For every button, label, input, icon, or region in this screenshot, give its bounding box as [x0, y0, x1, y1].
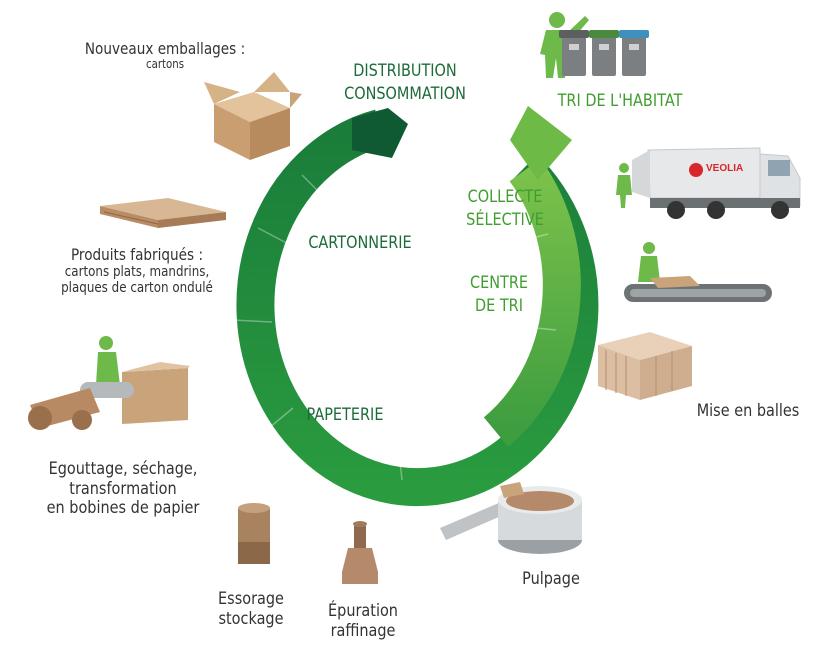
paper-machine-illustration [28, 336, 190, 430]
pulper-illustration [440, 482, 582, 554]
stage-distribution-line2: CONSOMMATION [344, 83, 466, 104]
step-egouttage-line2: transformation [69, 478, 177, 499]
step-epuration: Épuration raffinage [316, 601, 410, 641]
cycle-ring [231, 106, 599, 507]
cycle-ring-right [483, 158, 581, 447]
stage-cartonnerie: CARTONNERIE [308, 233, 412, 253]
segment-lines [231, 174, 557, 481]
stage-collecte: COLLECTE SÉLECTIVE [450, 186, 561, 232]
step-nouveaux-sub: cartons [145, 57, 185, 72]
stage-centre-tri-line2: DE TRI [475, 295, 523, 316]
step-produits-title: Produits fabriqués : [70, 245, 204, 264]
step-produits-fabriques: Produits fabriqués : cartons plats, mand… [39, 245, 235, 297]
step-egouttage-line1: Egouttage, séchage, [48, 459, 198, 479]
step-pulpage: Pulpage [522, 569, 580, 589]
stage-collecte-line1: COLLECTE [467, 187, 543, 207]
stage-distribution: DISTRIBUTION CONSOMMATION [333, 60, 478, 106]
sorting-conveyor-illustration [624, 242, 772, 302]
step-essorage-line1: Essorage [218, 589, 284, 609]
storage-silo-illustration [238, 503, 270, 564]
bin-gray-1 [559, 30, 589, 76]
bin-gray-2 [589, 30, 619, 76]
collection-truck-illustration [616, 147, 801, 219]
stage-distribution-line1: DISTRIBUTION [353, 61, 457, 81]
step-egouttage: Egouttage, séchage, transformation en bo… [34, 459, 213, 519]
stage-centre-tri-line1: CENTRE [469, 273, 529, 293]
cardboard-box-illustration [204, 72, 302, 160]
veolia-logo-icon [689, 163, 703, 177]
stage-collecte-line2: SÉLECTIVE [466, 209, 544, 230]
step-essorage-line2: stockage [218, 608, 284, 629]
recycle-bins-illustration [540, 12, 649, 78]
machine-operator-icon [96, 336, 120, 385]
step-produits-sub2: plaques de carton ondulé [61, 280, 213, 297]
cardboard-stack-illustration [100, 198, 226, 228]
step-egouttage-line3: en bobines de papier [46, 498, 200, 519]
stage-centre-tri: CENTRE DE TRI [449, 272, 549, 318]
stage-tri-habitat: TRI DE L'HABITAT [557, 91, 683, 111]
refining-tank-illustration [342, 521, 378, 584]
bales-illustration [598, 332, 692, 400]
step-nouveaux-title: Nouveaux emballages : [84, 39, 246, 58]
sorter-person-icon [638, 242, 660, 282]
step-nouveaux-emballages: Nouveaux emballages : cartons [76, 39, 255, 72]
stage-papeterie: PAPETERIE [306, 405, 384, 425]
bin-gray-3 [619, 30, 649, 76]
step-mise-en-balles: Mise en balles [696, 401, 800, 421]
step-epuration-line1: Épuration [328, 601, 398, 621]
arrowhead-distribution [352, 108, 408, 158]
truck-worker-icon [616, 163, 632, 208]
step-essorage: Essorage stockage [204, 589, 298, 629]
step-epuration-line2: raffinage [330, 620, 396, 641]
step-produits-sub1: cartons plats, mandrins, [64, 264, 210, 281]
truck-brand-label: VEOLIA [706, 163, 744, 174]
arrow-start-tri [510, 106, 572, 180]
